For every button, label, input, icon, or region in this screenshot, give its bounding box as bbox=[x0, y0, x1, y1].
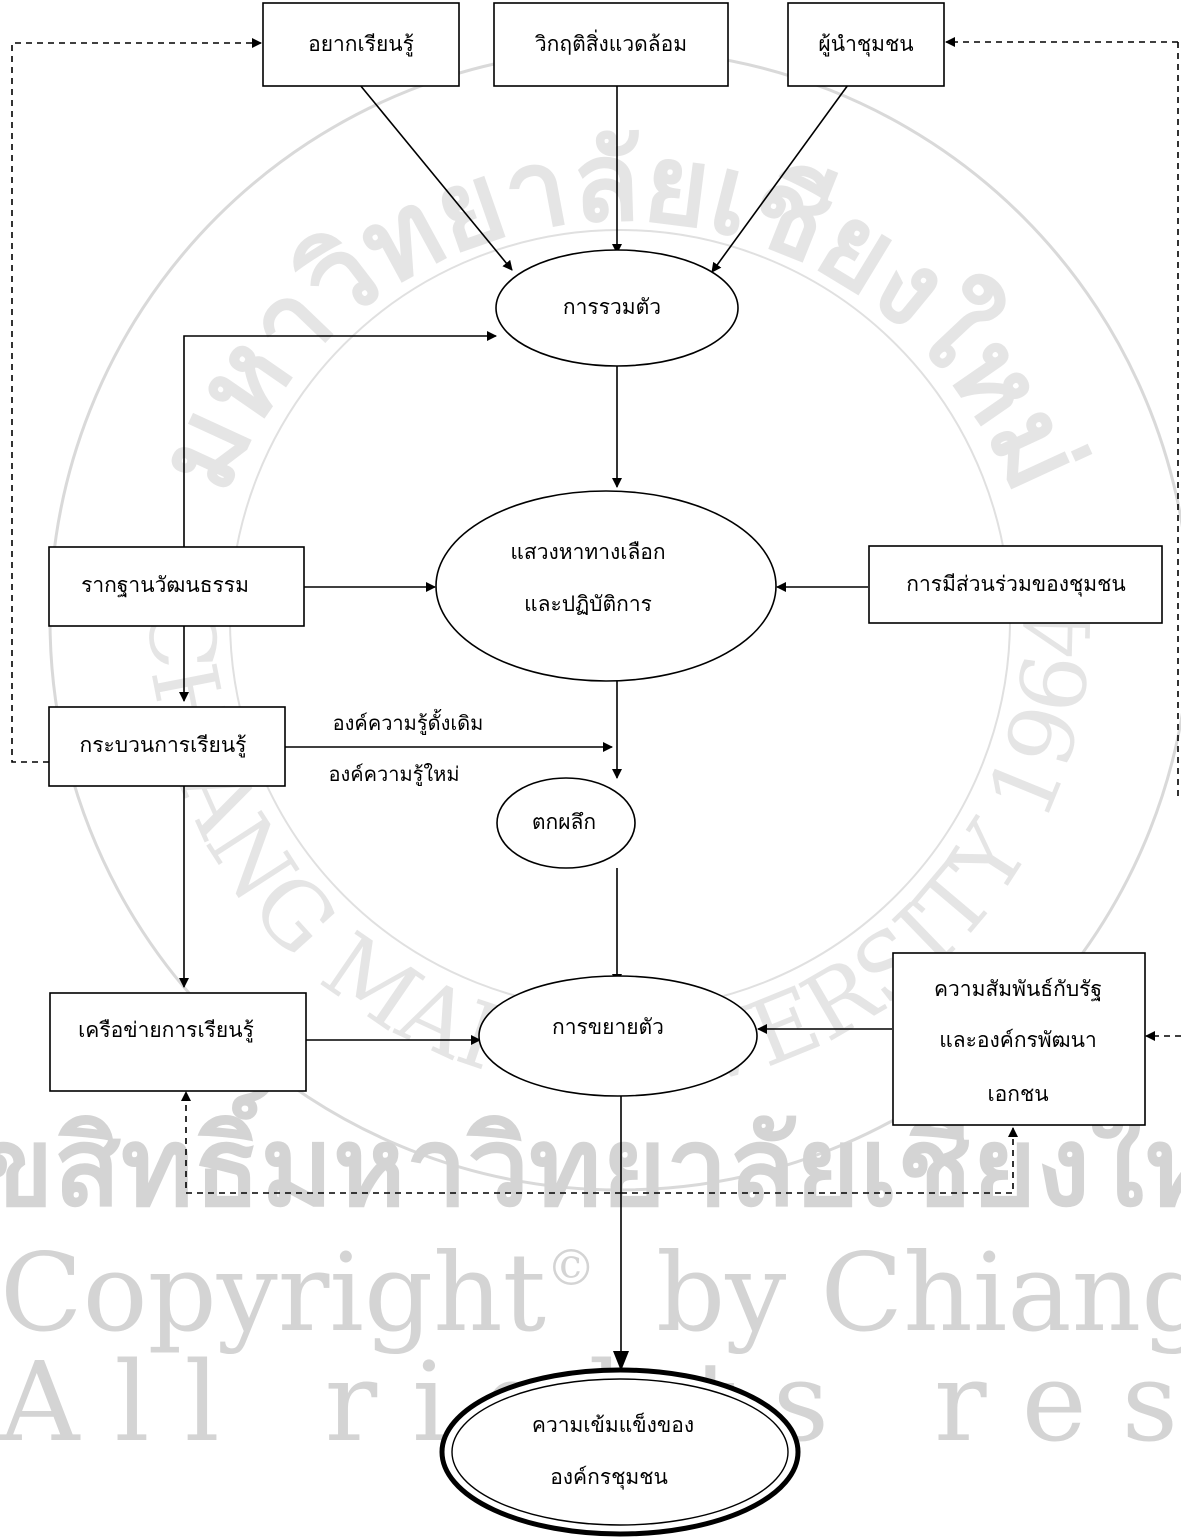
edge-want-to-learn-to-gathering bbox=[359, 84, 513, 271]
svg-text:เครือข่ายการเรียนรู้: เครือข่ายการเรียนรู้ bbox=[78, 1018, 254, 1043]
svg-text:การขยายตัว: การขยายตัว bbox=[552, 1015, 664, 1039]
svg-text:เอกชน: เอกชน bbox=[987, 1082, 1048, 1106]
svg-text:การมีส่วนร่วมของชุมชน: การมีส่วนร่วมของชุมชน bbox=[906, 572, 1125, 597]
node-gathering: การรวมตัว bbox=[495, 249, 739, 367]
svg-text:และองค์กรพัฒนา: และองค์กรพัฒนา bbox=[939, 1028, 1097, 1052]
node-want-to-learn: อยากเรียนรู้ bbox=[262, 2, 460, 87]
node-strength: ความเข้มแข็งของ องค์กรชุมชน bbox=[439, 1367, 801, 1537]
svg-text:การรวมตัว: การรวมตัว bbox=[563, 295, 661, 319]
node-cultural-base: รากฐานวัฒนธรรม bbox=[48, 546, 305, 627]
svg-text:องค์กรชุมชน: องค์กรชุมชน bbox=[550, 1465, 668, 1490]
svg-text:ความสัมพันธ์กับรัฐ: ความสัมพันธ์กับรัฐ bbox=[934, 977, 1102, 1001]
node-learning-network: เครือข่ายการเรียนรู้ bbox=[49, 992, 307, 1092]
svg-text:ความเข้มแข็งของ: ความเข้มแข็งของ bbox=[532, 1411, 694, 1437]
feedback-expansion-to-network bbox=[181, 1091, 621, 1194]
svg-text:กระบวนการเรียนรู้: กระบวนการเรียนรู้ bbox=[80, 733, 247, 758]
node-learning-process: กระบวนการเรียนรู้ bbox=[48, 706, 286, 787]
node-crystallize: ตกผลึก bbox=[496, 777, 636, 869]
watermark-copyright-text: Copyright©by Chiang Mai University bbox=[0, 1231, 1181, 1356]
svg-text:แสวงหาทางเลือก: แสวงหาทางเลือก bbox=[510, 540, 665, 564]
edge-community-leader-to-gathering bbox=[711, 84, 849, 273]
feedback-learning-process-to-want-to-learn bbox=[11, 38, 262, 763]
node-community-leader: ผู้นำชุมชน bbox=[787, 2, 945, 87]
svg-text:ตกผลึก: ตกผลึก bbox=[532, 810, 596, 834]
svg-text:และปฏิบัติการ: และปฏิบัติการ bbox=[524, 592, 652, 616]
svg-text:วิกฤติสิ่งแวดล้อม: วิกฤติสิ่งแวดล้อม bbox=[535, 29, 687, 56]
label-traditional-knowledge: องค์ความรู้ดั้งเดิม bbox=[333, 709, 484, 736]
node-seek-alternatives: แสวงหาทางเลือก และปฏิบัติการ bbox=[435, 490, 777, 682]
svg-text:อยากเรียนรู้: อยากเรียนรู้ bbox=[308, 32, 414, 57]
label-new-knowledge: องค์ความรู้ใหม่ bbox=[328, 762, 459, 787]
svg-text:ผู้นำชุมชน: ผู้นำชุมชน bbox=[818, 32, 913, 57]
node-community-participation: การมีส่วนร่วมของชุมชน bbox=[868, 545, 1163, 624]
edge-cultural-base-to-gathering bbox=[183, 331, 497, 547]
edges bbox=[11, 37, 1181, 1371]
node-env-crisis: วิกฤติสิ่งแวดล้อม bbox=[493, 2, 729, 87]
node-expansion: การขยายตัว bbox=[478, 975, 758, 1097]
node-state-relations: ความสัมพันธ์กับรัฐ และองค์กรพัฒนา เอกชน bbox=[892, 952, 1146, 1126]
svg-text:รากฐานวัฒนธรรม: รากฐานวัฒนธรรม bbox=[81, 573, 249, 597]
